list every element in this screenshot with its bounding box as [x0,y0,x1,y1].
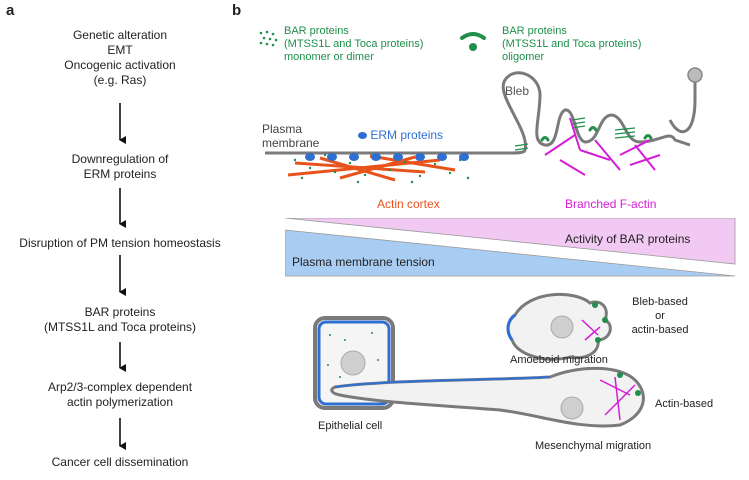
bar-activity-label: Activity of BAR proteins [565,232,691,246]
step5-line2: actin polymerization [66,395,174,409]
erm-label: ERM proteins [370,128,444,142]
legend-monomer-line1: BAR proteins [284,25,349,37]
actin-cortex-label: Actin cortex [377,197,440,211]
flow-step-4: BAR proteins (MTSS1L and Toca proteins) [20,305,220,335]
step1-line1: Genetic alteration [72,28,168,42]
step3-line: Disruption of PM tension homeostasis [19,236,221,250]
step4-line2: (MTSS1L and Toca proteins) [43,320,197,334]
step1-line4: (e.g. Ras) [93,73,147,87]
step4-line1: BAR proteins [84,305,156,319]
bar-monomer-icon [259,30,278,47]
panel-a-letter: a [6,2,15,19]
mesenchymal-cell [330,366,645,428]
legend-oligomer-line1: BAR proteins [502,25,567,37]
step2-line1: Downregulation of [71,152,169,166]
bleb-based-line1: Bleb-based [632,296,688,308]
bleb-based-label: Bleb-based or actin-based [625,295,695,337]
erm-on-membrane [305,153,469,161]
legend-oligomer-line3: oligomer [502,51,545,63]
pm-tension-wedge [285,229,736,277]
membrane-diagram: Bleb [265,67,703,184]
step2-line2: ERM proteins [83,167,157,181]
flow-step-5: Arp2/3-complex dependent actin polymeriz… [20,380,220,410]
gradient-wedges [285,218,736,277]
actin-cortex-fibers [287,154,456,182]
actin-based-label: Actin-based [655,398,714,410]
erm-dot-icon [358,132,367,140]
pm-label-line1: Plasma [262,122,303,136]
amoeboid-label: Amoeboid migration [510,354,608,366]
flow-arrows [119,103,126,450]
flow-step-1: Genetic alteration EMT Oncogenic activat… [20,28,220,88]
flow-step-3: Disruption of PM tension homeostasis [0,236,240,251]
bar-oligomers-bleb [540,126,653,142]
mesenchymal-label: Mesenchymal migration [535,440,652,452]
legend-monomer-line3: monomer or dimer [284,51,374,63]
flow-step-6: Cancer cell dissemination [20,455,220,470]
epithelial-label: Epithelial cell [318,420,383,432]
legend-monomer-line2: (MTSS1L and Toca proteins) [284,38,424,50]
step1-line2: EMT [107,43,133,57]
panel-b-letter: b [232,2,242,19]
branched-factin [544,117,661,176]
bleb-based-line3: actin-based [631,324,689,336]
step6-line: Cancer cell dissemination [51,455,189,469]
plasma-membrane-label: Plasma membrane [262,122,319,150]
legend-monomer-text: BAR proteins (MTSS1L and Toca proteins) … [284,25,423,64]
pm-tension-label: Plasma membrane tension [292,255,435,269]
legend-oligomer-text: BAR proteins (MTSS1L and Toca proteins) … [502,25,641,64]
bleb-based-line2: or [655,310,665,322]
bar-oligomer-hatch [514,117,636,151]
branched-factin-label: Branched F-actin [565,197,657,211]
erm-legend: ERM proteins [358,128,443,142]
step1-line3: Oncogenic activation [64,58,176,72]
step5-line1: Arp2/3-complex dependent [47,380,193,394]
cells-diagram [313,292,645,428]
amoeboid-cell [506,292,612,361]
pm-label-line2: membrane [262,136,320,150]
bleb-ball [687,67,703,83]
flow-step-2: Downregulation of ERM proteins [20,152,220,182]
bar-oligomer-icon [460,32,486,51]
bleb-label: Bleb [505,84,529,98]
bar-activity-wedge [285,218,736,265]
legend-oligomer-line2: (MTSS1L and Toca proteins) [502,38,642,50]
